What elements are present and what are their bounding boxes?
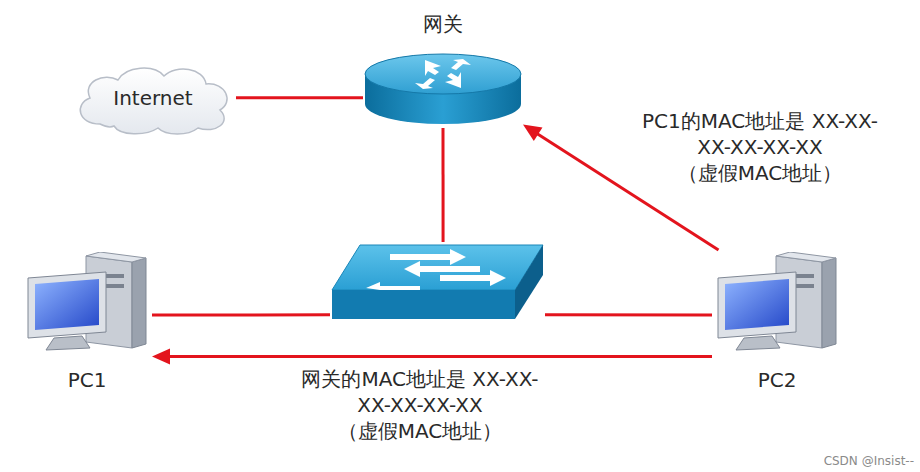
connector-line [536,133,718,250]
connector-line [152,313,330,316]
pc-label: PC2 [712,368,842,393]
router-node-icon [363,50,523,128]
connector-line [545,313,712,316]
pc-label: PC1 [22,368,152,393]
arrow-head [152,349,170,365]
connector [152,314,330,315]
edge-label: PC1的MAC地址是 XX-XX-XX-XX-XX-XX （虚假MAC地址） [635,108,885,186]
switch-node [330,242,545,322]
pc-node: PC2 [712,250,842,398]
connector-line [236,96,363,99]
connector-line [168,355,712,358]
pc-node: PC1 [22,250,152,398]
internet-cloud: Internet [70,62,236,138]
pc-node-icon [714,252,840,356]
connector [545,314,712,315]
edge-label: 网关的MAC地址是 XX-XX-XX-XX-XX-XX （虚假MAC地址） [295,366,545,444]
connector [523,125,719,250]
connector-line [442,128,445,242]
watermark: CSDN @Insist-- [824,454,914,468]
cloud-label: Internet [70,86,236,111]
router-label: 网关 [363,12,523,37]
connector [443,128,444,242]
connector [236,97,363,98]
arrow-head [523,125,542,141]
router-node: 网关 [363,12,523,128]
switch-node-icon [330,242,545,322]
pc-node-icon [24,252,150,356]
connector [152,349,712,365]
